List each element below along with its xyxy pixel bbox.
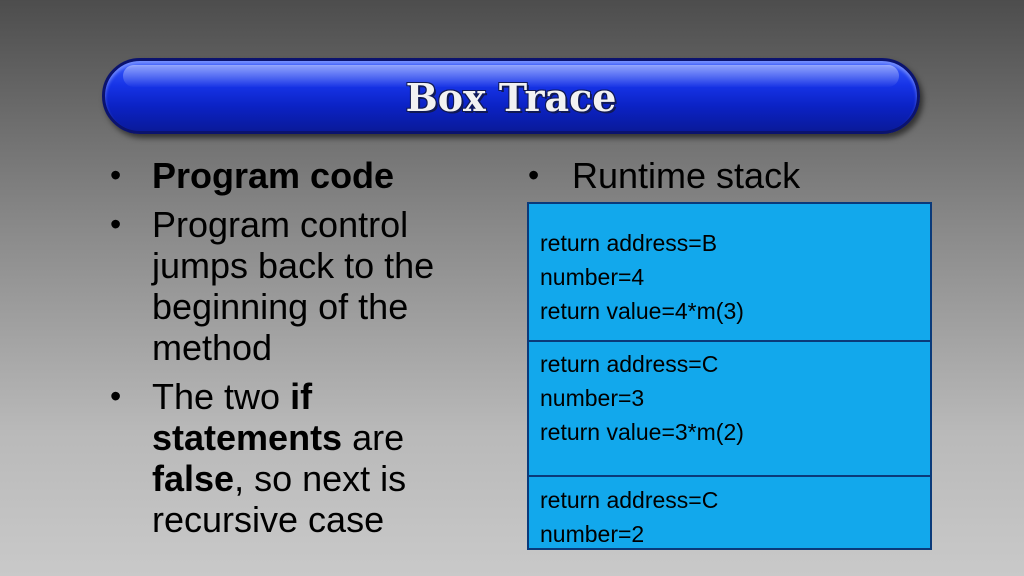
bullet-dot: • — [110, 378, 122, 414]
bullet-program-control: • Program control jumps back to the begi… — [108, 204, 488, 368]
bullet-dot: • — [110, 206, 122, 242]
bullet-dot: • — [528, 157, 540, 193]
title-banner-sheen — [123, 65, 899, 87]
stack-frame: return address=C number=3 return value=3… — [529, 340, 930, 475]
frame-line: return address=C — [540, 351, 719, 377]
frame-line: number=3 — [540, 385, 645, 411]
bullet-text-bold: false — [152, 458, 235, 499]
bullet-text: Program control jumps back to the beginn… — [152, 204, 435, 368]
frame-line: return value=3*m(2) — [540, 419, 744, 445]
frame-line: return address=B — [540, 230, 718, 256]
bullet-runtime-stack: • Runtime stack — [528, 155, 800, 196]
bullet-program-code: • Program code — [108, 155, 488, 196]
bullet-text-part: The two — [152, 376, 291, 417]
bullet-text: Program code — [152, 155, 395, 196]
frame-line: number=4 — [540, 264, 645, 290]
bullet-dot: • — [110, 157, 122, 193]
bullet-if-statements: • The two if statements are false, so ne… — [108, 376, 488, 540]
bullet-text: Runtime stack — [572, 155, 801, 196]
bullet-text-part: are — [342, 417, 405, 458]
frame-line: number=2 — [540, 521, 645, 547]
frame-line: return value=4*m(3) — [540, 298, 744, 324]
bullet-text-bold: if statements — [152, 376, 343, 458]
slide-title: Box Trace — [405, 75, 617, 120]
title-banner: Box Trace — [102, 58, 920, 134]
runtime-stack: return address=B number=4 return value=4… — [527, 202, 932, 550]
frame-line: return address=C — [540, 487, 719, 513]
bullet-text-part: , so next is recursive case — [152, 458, 407, 540]
left-bullet-list: • Program code • Program control jumps b… — [108, 155, 488, 548]
stack-frame: return address=B number=4 return value=4… — [529, 204, 930, 340]
stack-frame: return address=C number=2 — [529, 475, 930, 550]
